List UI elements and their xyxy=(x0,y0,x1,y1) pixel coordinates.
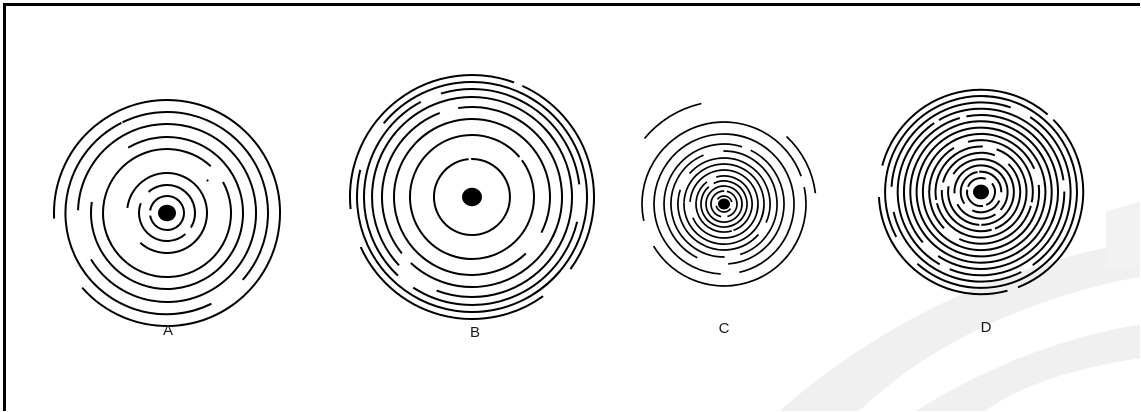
ring-arc xyxy=(207,180,208,181)
ring-arc xyxy=(645,104,702,139)
ring-arc xyxy=(959,206,1031,244)
ring-arc xyxy=(103,149,211,244)
ring-arc xyxy=(394,129,526,275)
ring-arc xyxy=(664,144,742,258)
label-a: A xyxy=(163,322,173,339)
ring-arc xyxy=(361,247,543,319)
ring-arc xyxy=(522,86,594,269)
ring-diagram-b xyxy=(350,75,594,319)
ring-arc xyxy=(690,158,770,223)
ring-arc xyxy=(972,201,999,213)
center-dot xyxy=(158,205,176,222)
ring-diagram-d xyxy=(879,90,1083,294)
label-d: D xyxy=(981,319,992,336)
center-dot xyxy=(718,198,730,209)
ring-arc xyxy=(654,187,806,286)
concentric-ring-diagrams xyxy=(6,6,1140,411)
ring-arc xyxy=(413,222,577,305)
ring-diagram-a xyxy=(54,100,280,326)
center-dot xyxy=(462,188,482,206)
ring-arc xyxy=(372,97,554,265)
ring-arc xyxy=(350,75,514,209)
figure-frame: A B C D xyxy=(3,3,1140,411)
ring-arc xyxy=(941,128,1045,188)
label-b: B xyxy=(470,324,480,341)
ring-diagram-c xyxy=(642,104,815,286)
ring-arc xyxy=(357,170,560,312)
center-dot xyxy=(973,185,989,200)
label-c: C xyxy=(719,320,730,337)
